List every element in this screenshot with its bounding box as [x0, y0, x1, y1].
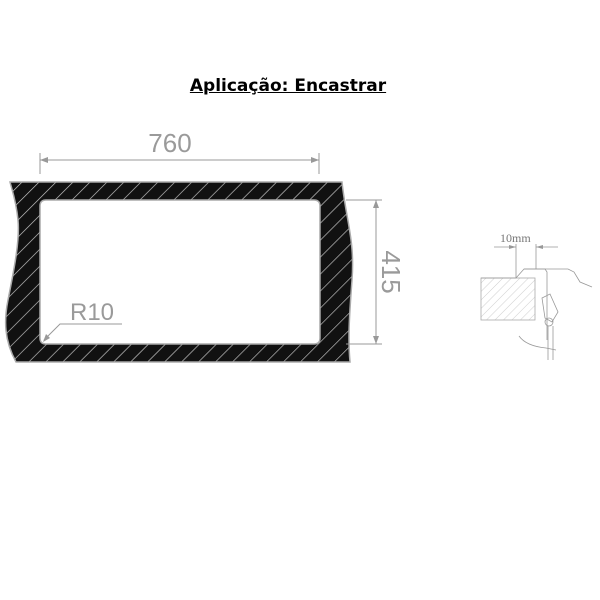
radius-callout: R10 [43, 299, 122, 342]
width-dimension: 760 [39, 128, 320, 174]
height-label: 415 [376, 250, 406, 293]
width-label: 760 [148, 128, 191, 158]
sink-frame [4, 181, 354, 363]
rim-label: 10mm [500, 231, 531, 245]
radius-label: R10 [70, 299, 114, 326]
mounting-detail: 10mm [480, 231, 593, 360]
diagram-title: Aplicação: Encastrar [189, 76, 387, 96]
height-dimension: 415 [346, 199, 406, 345]
